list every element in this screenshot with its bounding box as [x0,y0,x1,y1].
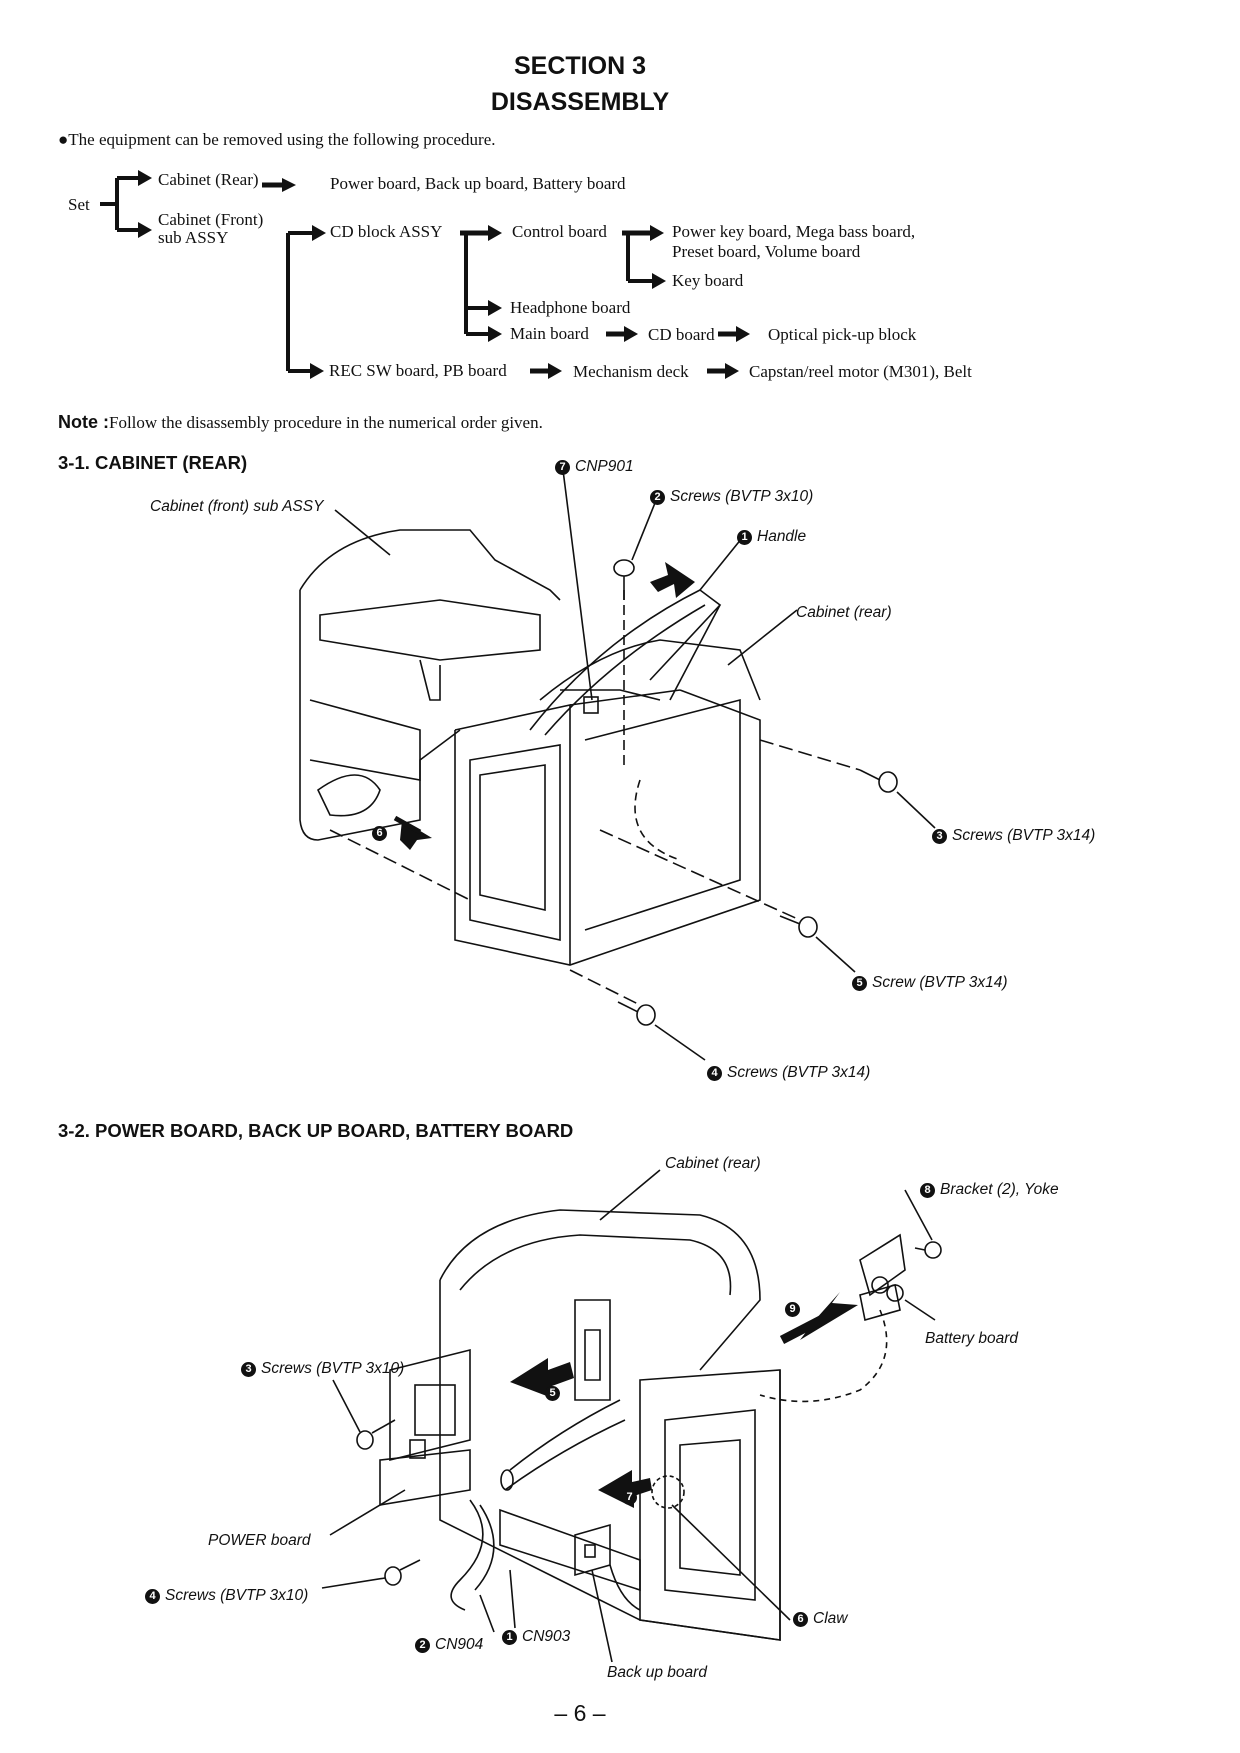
screw-right [859,769,898,793]
label-step-6: 6 [372,824,392,842]
label-backup-board: Back up board [607,1664,707,1681]
move-arrows-2 [510,1292,858,1508]
move-arrows [393,562,695,850]
label-battery-board: Battery board [925,1330,1019,1347]
label-front-sub-assy: Cabinet (front) sub ASSY [150,498,324,515]
flow-diagram [100,170,750,379]
flow-pickup: Optical pick-up block [768,325,917,344]
note-text: Follow the disassembly procedure in the … [109,413,543,432]
flow-cd-board: CD board [648,325,715,344]
power-board-figure [321,1169,942,1663]
flow-main-board: Main board [510,324,589,343]
label-cabinet-rear-2: Cabinet (rear) [665,1155,761,1172]
note-label: Note : [58,412,109,432]
section-number: SECTION 3 [514,52,646,80]
screw-top [613,559,635,600]
cabinet-rear-figure [299,469,936,1061]
screw-bottom [617,1001,656,1026]
flow-cd-block: CD block ASSY [330,222,443,241]
label-step-7-2: 7 [622,1488,642,1506]
intro-text: ●The equipment can be removed using the … [58,130,496,149]
section-title: DISASSEMBLY [490,88,670,116]
label-power-board: POWER board [208,1532,311,1549]
section-3-1-heading: 3-1. CABINET (REAR) [58,452,248,473]
note-line: Note :Follow the disassembly procedure i… [58,412,543,433]
bullet-icon: ● [58,130,69,149]
screw-mid [779,915,818,938]
flow-arrows [138,170,750,379]
section-3-2-heading: 3-2. POWER BOARD, BACK UP BOARD, BATTERY… [58,1120,574,1141]
flow-set: Set [68,195,90,214]
flow-cabinet-front-sub: sub ASSY [158,228,229,247]
page-number: – 6 – [554,1700,606,1726]
flow-rear-boards: Power board, Back up board, Battery boar… [330,174,626,193]
flow-rec-sw: REC SW board, PB board [329,361,507,380]
flow-power-key: Power key board, Mega bass board, [672,222,916,241]
flow-capstan: Capstan/reel motor (M301), Belt [749,362,972,381]
flow-headphone: Headphone board [510,298,631,317]
label-cabinet-rear: Cabinet (rear) [796,604,892,621]
flow-preset: Preset board, Volume board [672,242,861,261]
flow-cabinet-rear: Cabinet (Rear) [158,170,259,189]
flow-cabinet-front: Cabinet (Front) [158,210,264,229]
flow-mech-deck: Mechanism deck [573,362,689,381]
label-step-9: 9 [785,1300,805,1318]
flow-key-board: Key board [672,271,744,290]
flow-control-board: Control board [512,222,607,241]
label-step-5-2: 5 [545,1384,565,1402]
